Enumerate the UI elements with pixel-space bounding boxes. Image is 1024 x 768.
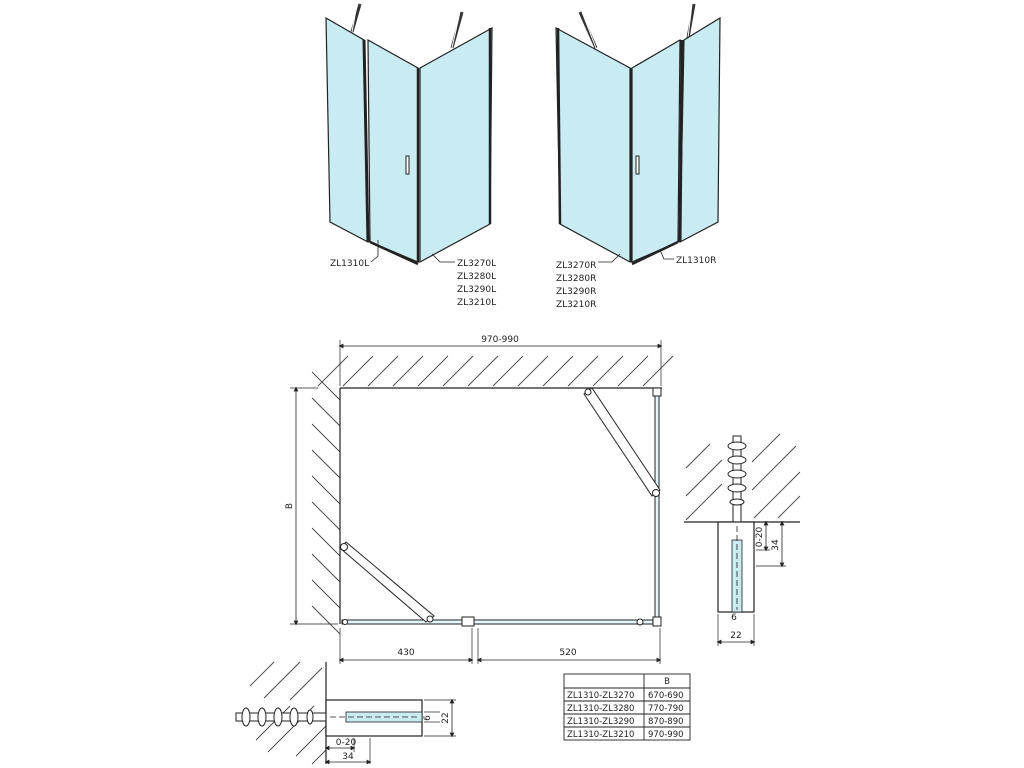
frame-bottom (631, 240, 679, 266)
corner-profile (652, 387, 662, 397)
glass-panel-front (341, 619, 661, 625)
plan-view: 970-990 B 430 520 (285, 335, 674, 664)
frame-profile (362, 39, 370, 243)
dim-depth-label: 34 (342, 752, 354, 762)
stabilizer-arm (583, 387, 661, 497)
glass-panel-side (325, 16, 369, 244)
label-hinge-right: ZL1310R (676, 256, 716, 266)
table-cell: 870-890 (648, 717, 684, 727)
table-cell: 970-990 (648, 730, 684, 740)
leader-line (431, 253, 455, 263)
wall-hatch-top (317, 355, 674, 387)
table-cell: ZL1310-ZL3210 (567, 730, 634, 740)
profile-detail-vertical: 0-20 34 6 22 (684, 433, 801, 646)
door-handle (405, 155, 410, 175)
dim-adjust-label: 0-20 (755, 527, 765, 548)
table-cell: ZL1310-ZL3290 (567, 717, 634, 727)
label-hinge-left: ZL1310L (330, 259, 369, 269)
wall-bracket (581, 11, 597, 49)
dim-depth-label: B (285, 503, 295, 509)
wall-anchor (727, 435, 747, 527)
label-door-code: ZL3280R (556, 274, 596, 284)
frame-profile (556, 27, 562, 225)
dim-depth-label: 34 (771, 539, 781, 551)
label-door-code: ZL3280L (457, 272, 496, 282)
glass-panel-front (419, 26, 493, 264)
table-cell: 770-790 (648, 704, 684, 714)
table-cell: 670-690 (648, 691, 684, 701)
table-cell: ZL1310-ZL3270 (567, 691, 634, 701)
glass-panel-front (555, 26, 631, 264)
corner-profile (652, 616, 662, 627)
dim-width-label: 970-990 (481, 335, 519, 345)
profile-detail-horizontal: 6 22 0-20 34 (235, 661, 456, 765)
door-handle (635, 155, 640, 175)
dim-width-label: 22 (441, 712, 451, 723)
label-door-code: ZL3290R (556, 287, 596, 297)
leader-line (659, 249, 674, 260)
stabilizer-arm (339, 541, 435, 623)
label-door-code: ZL3290L (457, 285, 496, 295)
wall-hatch-detail (685, 433, 801, 521)
table-cell: ZL1310-ZL3280 (567, 704, 634, 714)
dim-left-segment-label: 430 (397, 648, 414, 658)
label-door-code: ZL3270R (556, 261, 596, 271)
frame-profile (678, 39, 684, 243)
dim-width-label: 22 (730, 631, 741, 641)
glass-panel-right (654, 389, 660, 623)
dim-adjust-label: 0-20 (336, 738, 357, 748)
door-joint (461, 616, 475, 627)
label-door-code: ZL3210R (556, 300, 596, 310)
hinge-pin (342, 619, 348, 625)
wall-bracket (451, 11, 461, 49)
dim-gap-label: 6 (731, 613, 737, 623)
glass-panel-side (679, 16, 721, 244)
perspective-enclosure-right: ZL3270R ZL3280R ZL3290R ZL3210R ZL1310R (555, 3, 721, 310)
leader-line (598, 253, 621, 263)
dim-gap-label: 6 (423, 715, 433, 721)
label-door-code: ZL3210L (457, 298, 496, 308)
wall-anchor (235, 707, 333, 727)
perspective-enclosure-left: ZL1310L ZL3270L ZL3280L ZL3290L ZL3210L (325, 3, 496, 308)
label-door-code: ZL3270L (457, 259, 496, 269)
wall-hatch-left (311, 371, 341, 635)
dim-right-segment-label: 520 (559, 648, 576, 658)
table-header-cell: B (664, 677, 670, 687)
glass-panel-door (367, 38, 419, 263)
glass-panel-door (631, 38, 681, 263)
wall-bracket (687, 3, 693, 39)
leader-line (370, 240, 379, 263)
hinge-pin (636, 618, 644, 626)
size-table: B ZL1310-ZL3270 670-690 ZL1310-ZL3280 77… (563, 673, 691, 741)
wall-bracket (351, 3, 358, 33)
